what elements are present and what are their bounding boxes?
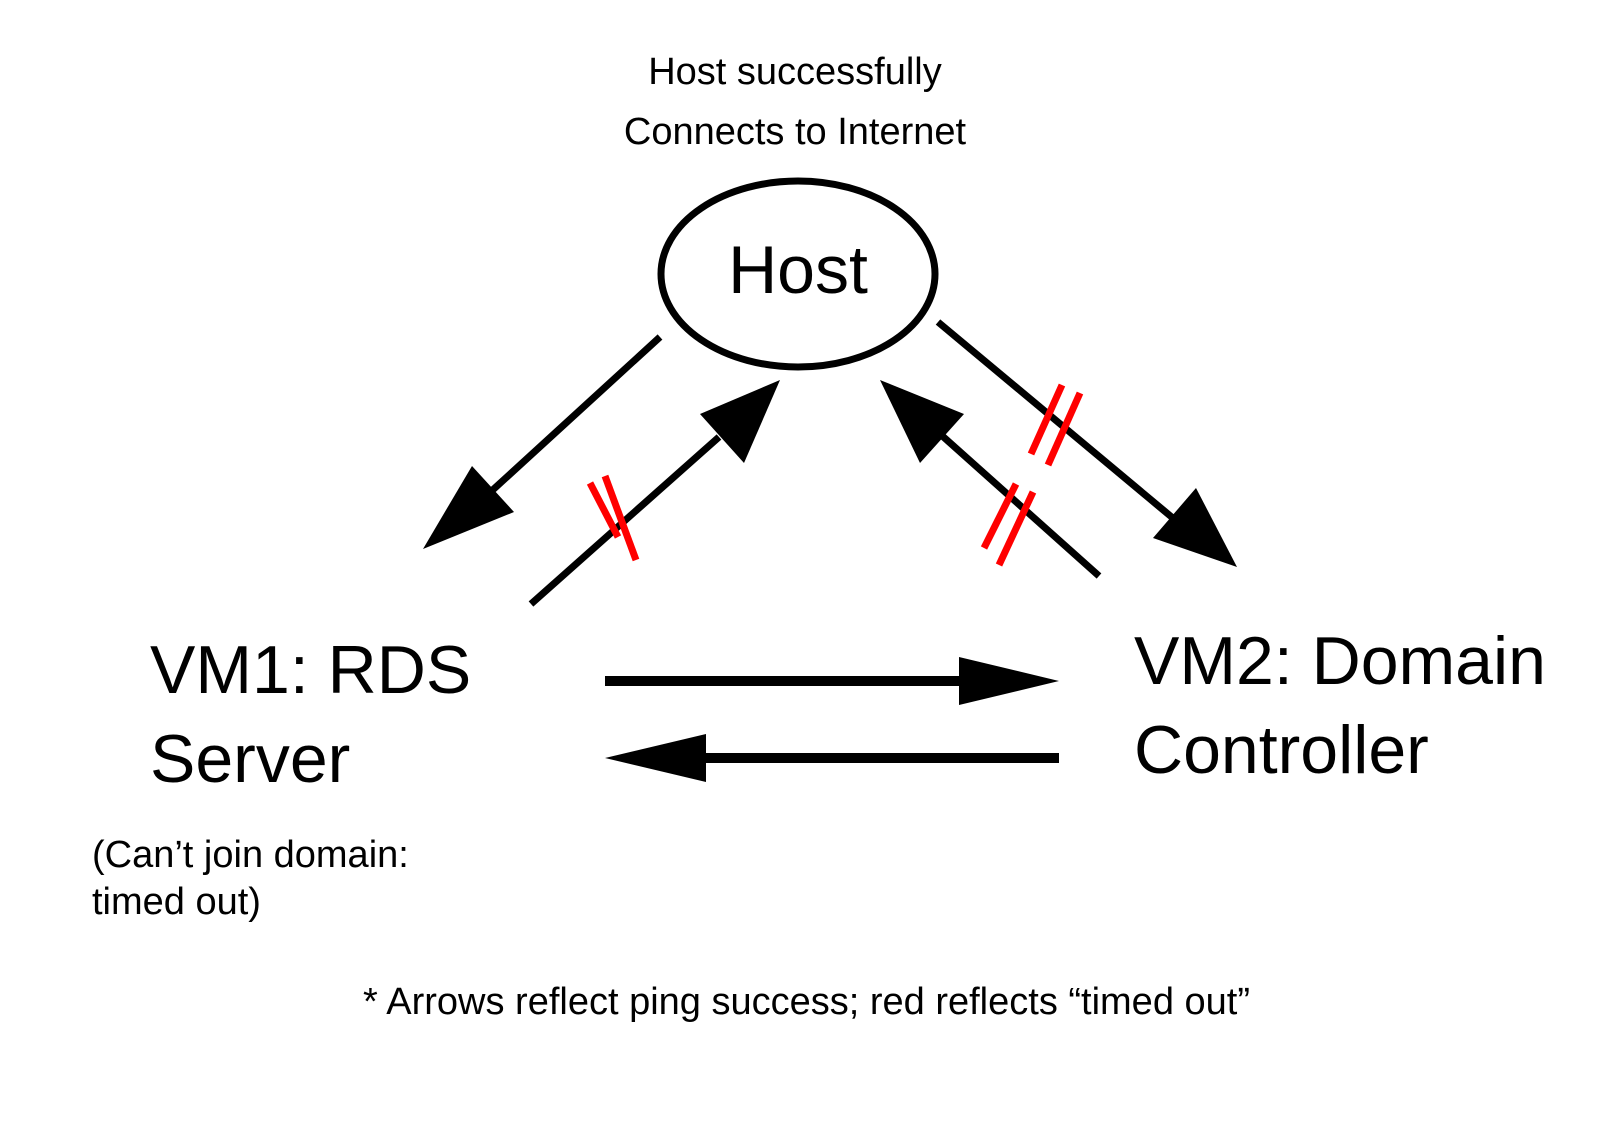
vm2-label-line2: Controller (1134, 712, 1429, 788)
vm1-node-label: VM1: RDS Server (150, 626, 471, 804)
vm1-note-line1: (Can’t join domain: (92, 834, 409, 876)
edge-host-to-vm1-line (482, 334, 663, 500)
legend-footnote: * Arrows reflect ping success; red refle… (363, 981, 1250, 1023)
edge-host-to-vm2-line (935, 319, 1177, 522)
edge-vm1-to-host-arrowhead (700, 380, 780, 463)
edge-host-to-vm2 (935, 319, 1237, 567)
internet-caption: Host successfully Connects to Internet (0, 42, 1590, 162)
edge-vm2-to-vm1 (605, 734, 1059, 782)
edge-vm2-to-host-line (936, 430, 1102, 579)
host-node-ellipse (657, 177, 939, 371)
edge-host-to-vm1 (423, 334, 663, 549)
vm2-node-label: VM2: Domain Controller (1134, 617, 1546, 795)
vm1-label-line2: Server (150, 721, 351, 797)
edge-vm2-to-host-arrowhead (880, 380, 964, 463)
edge-host-to-vm2-arrowhead (1153, 488, 1237, 567)
vm1-status-note: (Can’t join domain: timed out) (92, 832, 409, 926)
edge-vm1-to-vm2 (605, 657, 1059, 705)
timeout-mark-host-to-vm2 (1027, 383, 1084, 467)
edge-host-to-vm1-arrowhead (423, 466, 514, 549)
vm2-label-line1: VM2: Domain (1134, 623, 1546, 699)
internet-caption-line2: Connects to Internet (623, 111, 967, 153)
timeout-mark-vm1-to-host (586, 474, 640, 562)
vm1-label-line1: VM1: RDS (150, 632, 472, 708)
edge-vm2-to-host (880, 380, 1102, 579)
internet-caption-line1: Host successfully (648, 51, 942, 93)
timeout-mark-vm2-to-host (980, 482, 1037, 567)
edge-vm1-to-vm2-arrowhead (959, 657, 1059, 705)
host-node-label: Host (728, 232, 868, 308)
edge-vm2-to-vm1-arrowhead (605, 734, 706, 782)
vm1-note-line2: timed out) (92, 881, 261, 923)
edge-vm1-to-host (528, 380, 780, 607)
